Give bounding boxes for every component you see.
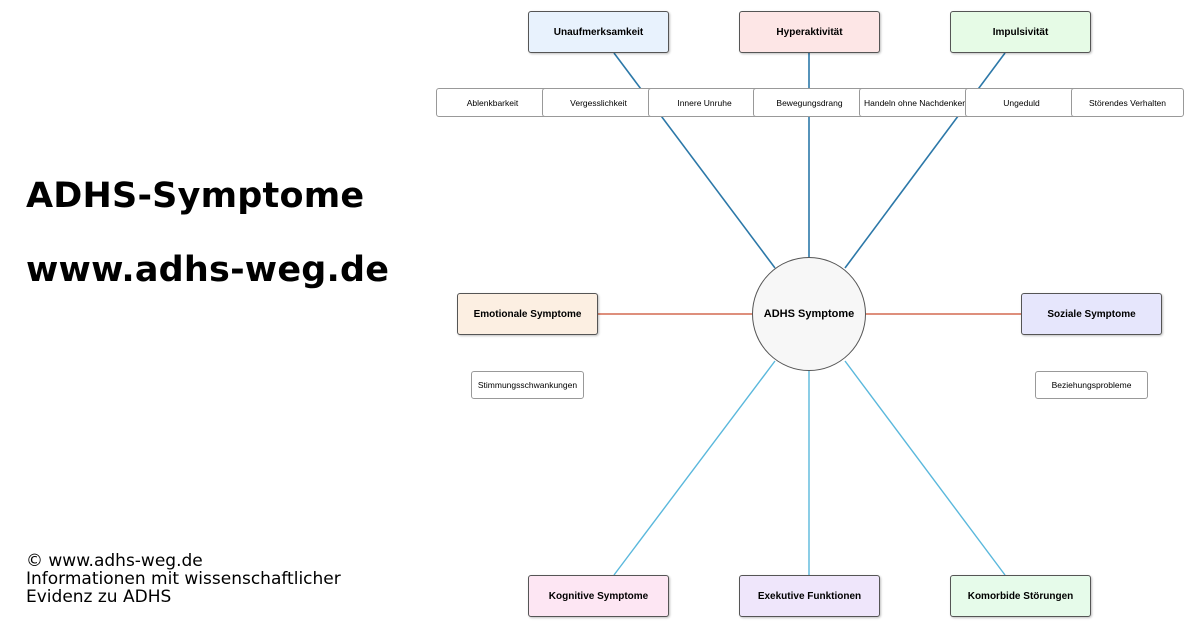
footer: © www.adhs-weg.de Informationen mit wiss… <box>26 552 341 606</box>
category-exekutive-funktionen: Exekutive Funktionen <box>739 575 880 617</box>
symptom-bewegungsdrang: Bewegungsdrang <box>753 88 866 117</box>
site-url-title: www.adhs-weg.de <box>26 250 390 290</box>
symptom-beziehungsprobleme: Beziehungsprobleme <box>1035 371 1148 399</box>
symptom-handeln-ohne-nachdenken: Handeln ohne Nachdenken <box>859 88 972 117</box>
symptom-stoerendes-verhalten: Störendes Verhalten <box>1071 88 1184 117</box>
connector-line <box>613 52 776 269</box>
category-kognitive-symptome: Kognitive Symptome <box>528 575 669 617</box>
connector-line <box>613 360 776 576</box>
category-soziale-symptome: Soziale Symptome <box>1021 293 1162 335</box>
footer-description-line: Evidenz zu ADHS <box>26 587 172 607</box>
symptom-vergesslichkeit: Vergesslichkeit <box>542 88 655 117</box>
symptom-ablenkbarkeit: Ablenkbarkeit <box>436 88 549 117</box>
page-title: ADHS-Symptome <box>26 176 365 216</box>
connector-line <box>844 360 1006 576</box>
category-unaufmerksamkeit: Unaufmerksamkeit <box>528 11 669 53</box>
copyright-text: © www.adhs-weg.de <box>26 551 203 571</box>
category-komorbide-stoerungen: Komorbide Störungen <box>950 575 1091 617</box>
symptom-ungeduld: Ungeduld <box>965 88 1078 117</box>
category-impulsivitaet: Impulsivität <box>950 11 1091 53</box>
footer-description-line: Informationen mit wissenschaftlicher <box>26 569 341 589</box>
symptom-innere-unruhe: Innere Unruhe <box>648 88 761 117</box>
symptom-stimmungsschwankungen: Stimmungsschwankungen <box>471 371 584 399</box>
connector-line <box>844 52 1006 269</box>
category-emotionale-symptome: Emotionale Symptome <box>457 293 598 335</box>
center-node: ADHS Symptome <box>752 257 866 371</box>
category-hyperaktivitaet: Hyperaktivität <box>739 11 880 53</box>
